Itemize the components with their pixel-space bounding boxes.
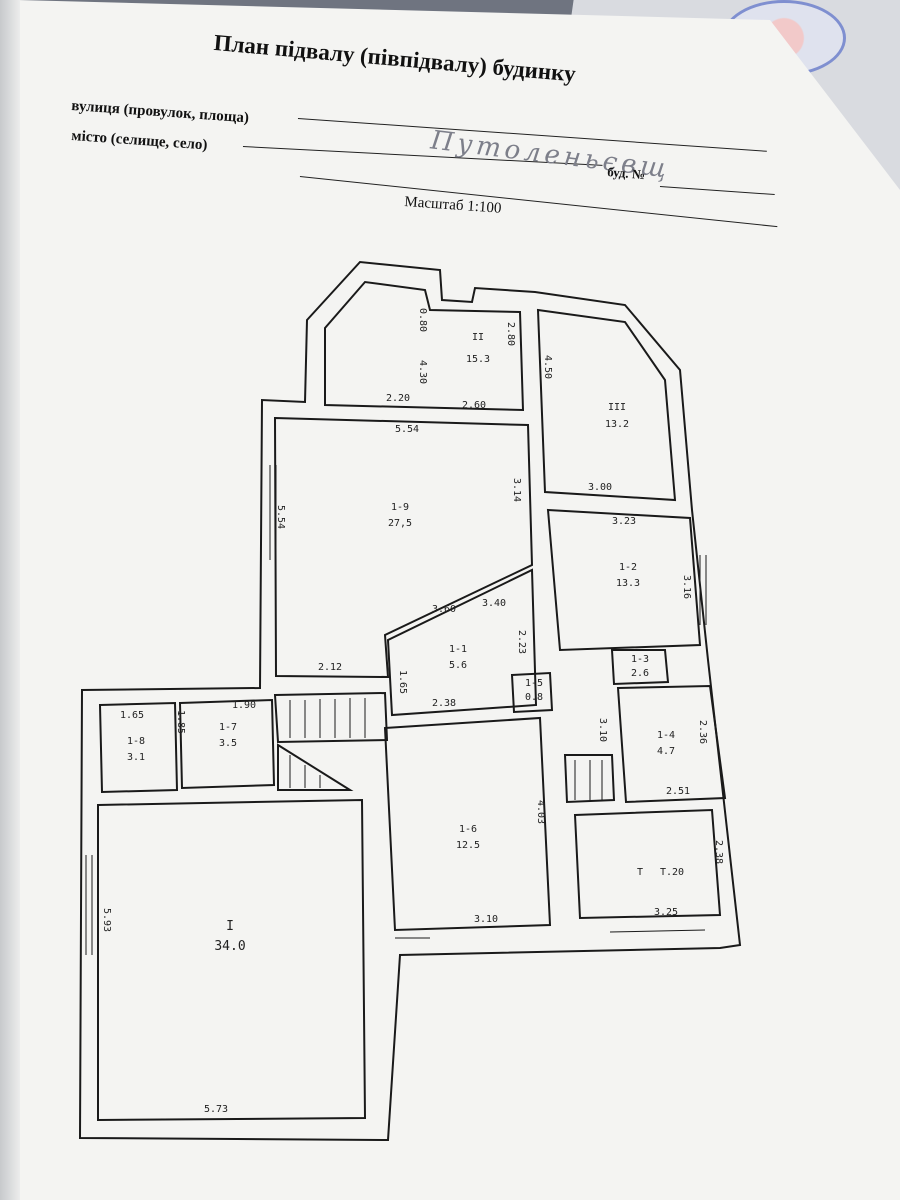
room-id: 1-7 [219,722,237,733]
room-area: Т.20 [660,867,684,878]
dimension: 2.38 [713,840,724,864]
dimension: 2.12 [318,662,342,673]
dimension: 1.90 [232,700,256,711]
dimension: 5.93 [101,908,112,932]
stairs-lower [277,743,354,791]
stairs-right [563,754,616,804]
dimension: 3.10 [474,914,498,925]
room-id: 1-8 [127,736,145,747]
room-1-1-wall [386,568,538,717]
room-id: 1-1 [449,644,467,655]
sheet-edge [0,0,20,1200]
room-I-wall [97,798,367,1122]
dimension-labels: 0.80 2.80 4.30 2.20 2.60 4.50 5.54 5.54 … [101,308,724,1115]
room-area: 27,5 [388,518,412,529]
dimension: 3.40 [482,598,506,609]
dimension: 3.14 [511,478,522,502]
room-1-2-wall [546,508,702,652]
room-id: III [608,402,626,413]
room-id: 1-4 [657,730,675,741]
dimension: 5.54 [395,424,419,435]
dimension: 3.16 [681,575,692,599]
room-1-9-wall [273,416,534,679]
dimension: 2.38 [432,698,456,709]
room-area: 13.2 [605,419,629,430]
dimension: 3.60 [432,604,456,615]
room-1-7-wall [178,698,276,790]
room-id: 1-3 [631,654,649,665]
dimension: 2.60 [462,400,486,411]
room-area: 12.5 [456,840,480,851]
room-area: 3.5 [219,738,237,749]
room-1-4-wall [616,684,727,804]
room-1-8-wall [98,701,179,794]
dimension: 2.20 [386,393,410,404]
room-area: 3.1 [127,752,145,763]
room-area: 34.0 [214,939,245,954]
room-id: 1-9 [391,502,409,513]
room-III-wall [536,308,677,502]
dimension: 2.51 [666,786,690,797]
room-area: 4.7 [657,746,675,757]
room-1-3-wall [610,649,670,686]
room-id: I [226,919,234,934]
dimension: 3.23 [612,516,636,527]
dimension: 2.80 [505,322,516,346]
dimension: 4.03 [535,800,546,824]
dimension: 5.73 [204,1104,228,1115]
room-area: 5.6 [449,660,467,671]
dimension: 0.80 [417,308,428,332]
outer-wall [78,260,742,1142]
room-1-5-wall [510,671,554,714]
room-1-6-wall [383,716,552,932]
dimension: 1.65 [120,710,144,721]
dimension: 1.65 [397,670,408,694]
dimension: 1.85 [175,710,186,734]
room-T-wall [573,808,722,920]
room-area: 0.8 [525,692,543,703]
room-id: Т [637,867,643,878]
dimension: 3.10 [597,718,608,742]
room-area: 13.3 [616,578,640,589]
dimension: 3.25 [654,907,678,918]
room-id: II [472,332,484,343]
room-area: 15.3 [466,354,490,365]
stairs-upper [273,691,389,744]
dimension: 5.54 [275,505,286,529]
room-id: 1-6 [459,824,477,835]
room-labels: II 15.3 III 13.2 1-9 27,5 1-2 13.3 1-1 5… [127,332,684,954]
room-area: 2.6 [631,668,649,679]
dimension: 3.00 [588,482,612,493]
dimension: 2.23 [516,630,527,654]
dimension: 2.36 [697,720,708,744]
dimension: 4.30 [417,360,428,384]
room-id: 1-2 [619,562,637,573]
room-II-wall [324,280,525,412]
room-id: 1-5 [525,678,543,689]
dimension: 4.50 [542,355,553,379]
